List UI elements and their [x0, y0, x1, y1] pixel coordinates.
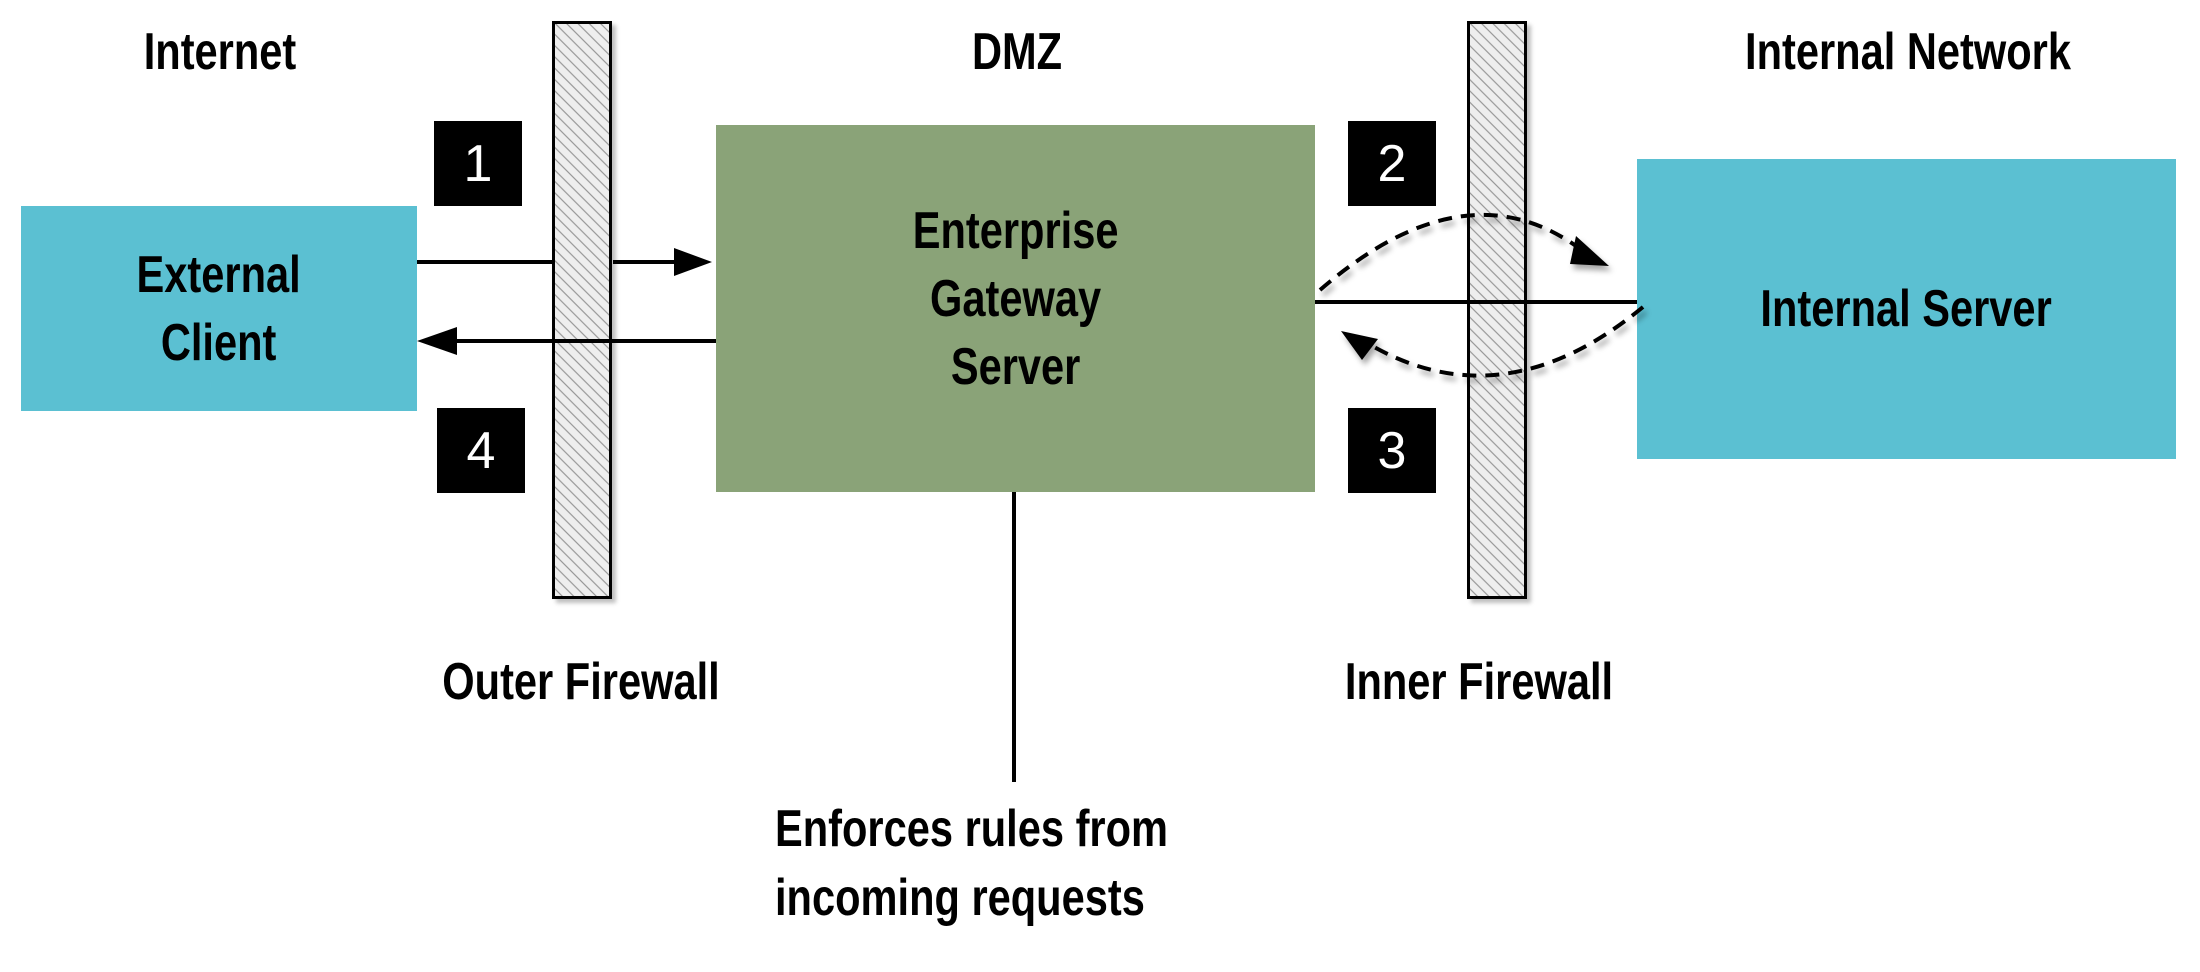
internal-server-label: Internal Server: [1760, 280, 2053, 338]
inner-firewall-label: Inner Firewall: [1344, 653, 1614, 711]
step-marker-1: 1: [434, 121, 522, 206]
response-arrowhead: [417, 327, 457, 355]
external-client-label: External Client: [136, 245, 302, 372]
gateway-label: Enterprise Gateway Server: [912, 201, 1119, 396]
enterprise-gateway-server-node: Enterprise Gateway Server: [716, 125, 1315, 492]
step-marker-3: 3: [1348, 408, 1436, 493]
outer-firewall: [552, 21, 612, 599]
request-arrowhead: [674, 248, 712, 276]
annotation-line-1: Enforces rules from: [775, 800, 1169, 858]
external-client-node: External Client: [21, 206, 417, 411]
zone-label-internet: Internet: [143, 23, 297, 81]
internal-server-node: Internal Server: [1637, 159, 2176, 459]
step-marker-2: 2: [1348, 121, 1436, 206]
annotation-line-2: incoming requests: [775, 869, 1145, 927]
zone-label-internal-network: Internal Network: [1745, 23, 2071, 81]
step-marker-4: 4: [437, 408, 525, 493]
dashed-return-arrowhead: [1341, 331, 1378, 360]
zone-label-dmz: DMZ: [971, 23, 1063, 81]
dashed-forward-arc: [1318, 213, 1590, 292]
dashed-forward-arrowhead: [1570, 236, 1609, 266]
inner-firewall: [1467, 21, 1527, 599]
outer-firewall-label: Outer Firewall: [442, 653, 720, 711]
